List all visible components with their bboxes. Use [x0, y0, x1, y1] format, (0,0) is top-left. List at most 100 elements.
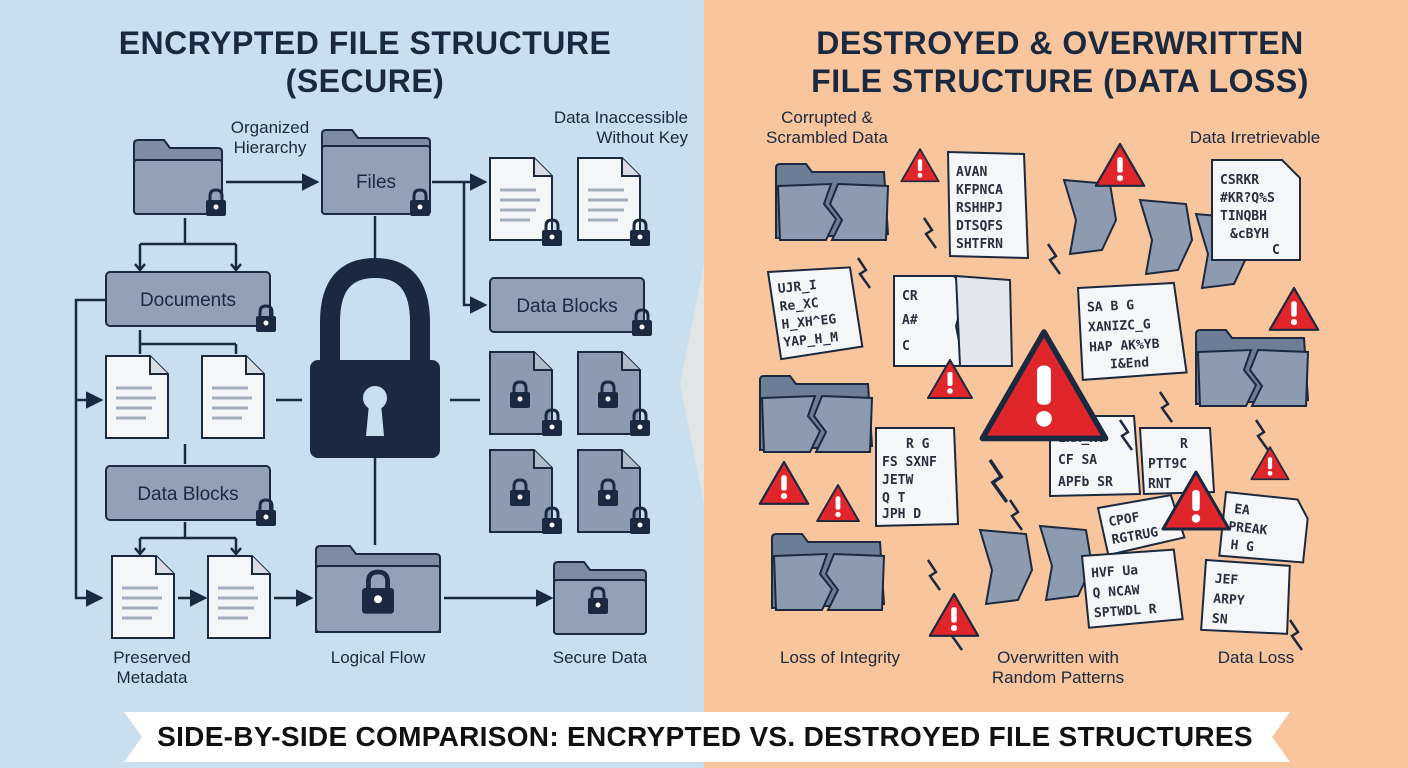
svg-text:A#: A# [902, 313, 918, 328]
svg-text:RNT: RNT [1148, 477, 1172, 492]
documents-label: Documents [140, 290, 236, 311]
svg-text:CPOF: CPOF [1107, 510, 1141, 530]
svg-text:HAP AK%YB: HAP AK%YB [1089, 337, 1160, 356]
scrambled-doc: SA B G XANIZC_G HAP AK%YB I&End [1076, 281, 1188, 381]
warning-icon [928, 592, 980, 637]
scrambled-doc: R G FS SXNF JETW Q T JPH D [875, 427, 960, 528]
scrambled-doc: CR A# C [893, 275, 968, 367]
svg-text:YAP_H_M: YAP_H_M [783, 330, 839, 351]
comparison-banner: SIDE-BY-SIDE COMPARISON: ENCRYPTED VS. D… [157, 721, 1253, 752]
files-folder: Files [321, 129, 431, 215]
scrambled-doc: JEF ARPY SN [1200, 558, 1291, 635]
warning-icon [1250, 446, 1290, 481]
shard-icon [1063, 179, 1117, 255]
broken-folder-icon [759, 375, 873, 453]
svg-text:JEF: JEF [1214, 572, 1239, 589]
svg-text:H_XH^EG: H_XH^EG [781, 312, 837, 333]
svg-text:#KR?Q%S: #KR?Q%S [1220, 191, 1275, 206]
document-icon [104, 354, 170, 440]
scrambled-doc: UJR_I Re_XC H_XH^EG YAP_H_M [766, 266, 864, 361]
scrambled-doc: EA PREAK H G [1218, 490, 1309, 564]
svg-text:DTSQFS: DTSQFS [956, 219, 1003, 234]
svg-text:Re_XC: Re_XC [779, 296, 819, 315]
svg-text:Q NCAW: Q NCAW [1092, 583, 1140, 601]
svg-text:HVF Ua: HVF Ua [1091, 563, 1139, 581]
svg-text:PREAK: PREAK [1228, 519, 1269, 538]
document-icon [200, 354, 266, 440]
broken-folder-icon [775, 163, 889, 241]
scrambled-doc: AVAN KFPNCA RSHHPJ DTSQFS SHTFRN [946, 150, 1030, 260]
svg-text:R G: R G [906, 437, 930, 452]
encrypted-title: ENCRYPTED FILE STRUCTURE (SECURE) [118, 25, 612, 99]
data-blocks-box-right: Data Blocks [489, 277, 645, 333]
svg-text:C: C [902, 339, 910, 354]
scrambled-doc: CPOF RGTRUG [1096, 494, 1186, 557]
divider-chevron [680, 265, 704, 503]
svg-text:EA: EA [1233, 502, 1250, 519]
svg-text:C: C [1272, 243, 1280, 258]
warning-icon [816, 484, 860, 523]
svg-text:RSHHPJ: RSHHPJ [956, 201, 1003, 216]
data-blocks-left-label: Data Blocks [137, 484, 238, 505]
flow-lines [74, 173, 554, 607]
broken-folder-icon [771, 533, 885, 611]
scrambled-doc: CSRKR #KR?Q%S TINQBH &cBYH C [1211, 159, 1301, 261]
svg-text:FS SXNF: FS SXNF [882, 455, 937, 470]
metadata-doc-icon [206, 554, 272, 640]
data-loss-label: Data Loss [1217, 648, 1295, 667]
warning-icon [1268, 286, 1320, 331]
svg-text:CF SA: CF SA [1058, 453, 1097, 468]
loss-of-integrity-label: Loss of Integrity [779, 648, 900, 667]
svg-text:SPTWDL R: SPTWDL R [1094, 602, 1158, 621]
svg-text:H G: H G [1230, 538, 1255, 555]
svg-text:SHTFRN: SHTFRN [956, 237, 1003, 252]
broken-folder-icon [1195, 329, 1309, 407]
svg-text:R: R [1180, 437, 1188, 452]
secure-data-label: Secure Data [552, 648, 648, 667]
svg-text:TINQBH: TINQBH [1220, 209, 1267, 224]
svg-text:&cBYH: &cBYH [1230, 227, 1269, 242]
logical-flow-label: Logical Flow [330, 648, 426, 667]
document-icon [576, 156, 642, 242]
warning-icon [900, 148, 940, 183]
svg-text:JETW: JETW [882, 473, 913, 488]
shard-icon [979, 529, 1033, 605]
metadata-doc-icon [110, 554, 176, 640]
svg-text:PTT9C: PTT9C [1148, 457, 1187, 472]
logical-flow-folder [315, 545, 441, 633]
files-label: Files [356, 172, 396, 193]
data-blocks-box-left: Data Blocks [105, 465, 271, 521]
svg-text:KFPNCA: KFPNCA [956, 183, 1003, 198]
warning-icon [758, 460, 810, 505]
svg-text:CR: CR [902, 289, 918, 304]
corrupted-data-label: Corrupted &Scrambled Data [766, 108, 888, 147]
shard-icon [1139, 199, 1193, 275]
scrambled-doc: HVF Ua Q NCAW SPTWDL R [1080, 548, 1184, 629]
svg-text:ARPY: ARPY [1213, 592, 1245, 609]
destroyed-title: DESTROYED & OVERWRITTEN FILE STRUCTURE (… [811, 25, 1309, 99]
big-padlock-icon [310, 257, 440, 458]
data-irretrievable-label: Data Irretrievable [1189, 128, 1321, 147]
svg-text:XANIZC_G: XANIZC_G [1088, 317, 1151, 335]
scrambled-doc [954, 274, 1014, 367]
svg-text:Q T: Q T [882, 491, 906, 506]
warning-icon [1094, 142, 1146, 187]
banner-ribbon [124, 712, 1290, 762]
svg-text:SN: SN [1211, 612, 1228, 628]
svg-text:AVAN: AVAN [956, 165, 987, 180]
secure-data-folder [553, 561, 647, 635]
documents-box: Documents [105, 271, 271, 327]
data-blocks-right-label: Data Blocks [516, 296, 617, 317]
svg-text:APFb SR: APFb SR [1058, 475, 1113, 490]
svg-text:CSRKR: CSRKR [1220, 173, 1259, 188]
svg-text:I&End: I&End [1110, 355, 1150, 372]
svg-text:JPH D: JPH D [882, 507, 921, 522]
document-icon [488, 156, 554, 242]
svg-text:UJR_I: UJR_I [777, 278, 817, 297]
svg-text:SA B G: SA B G [1087, 298, 1135, 315]
